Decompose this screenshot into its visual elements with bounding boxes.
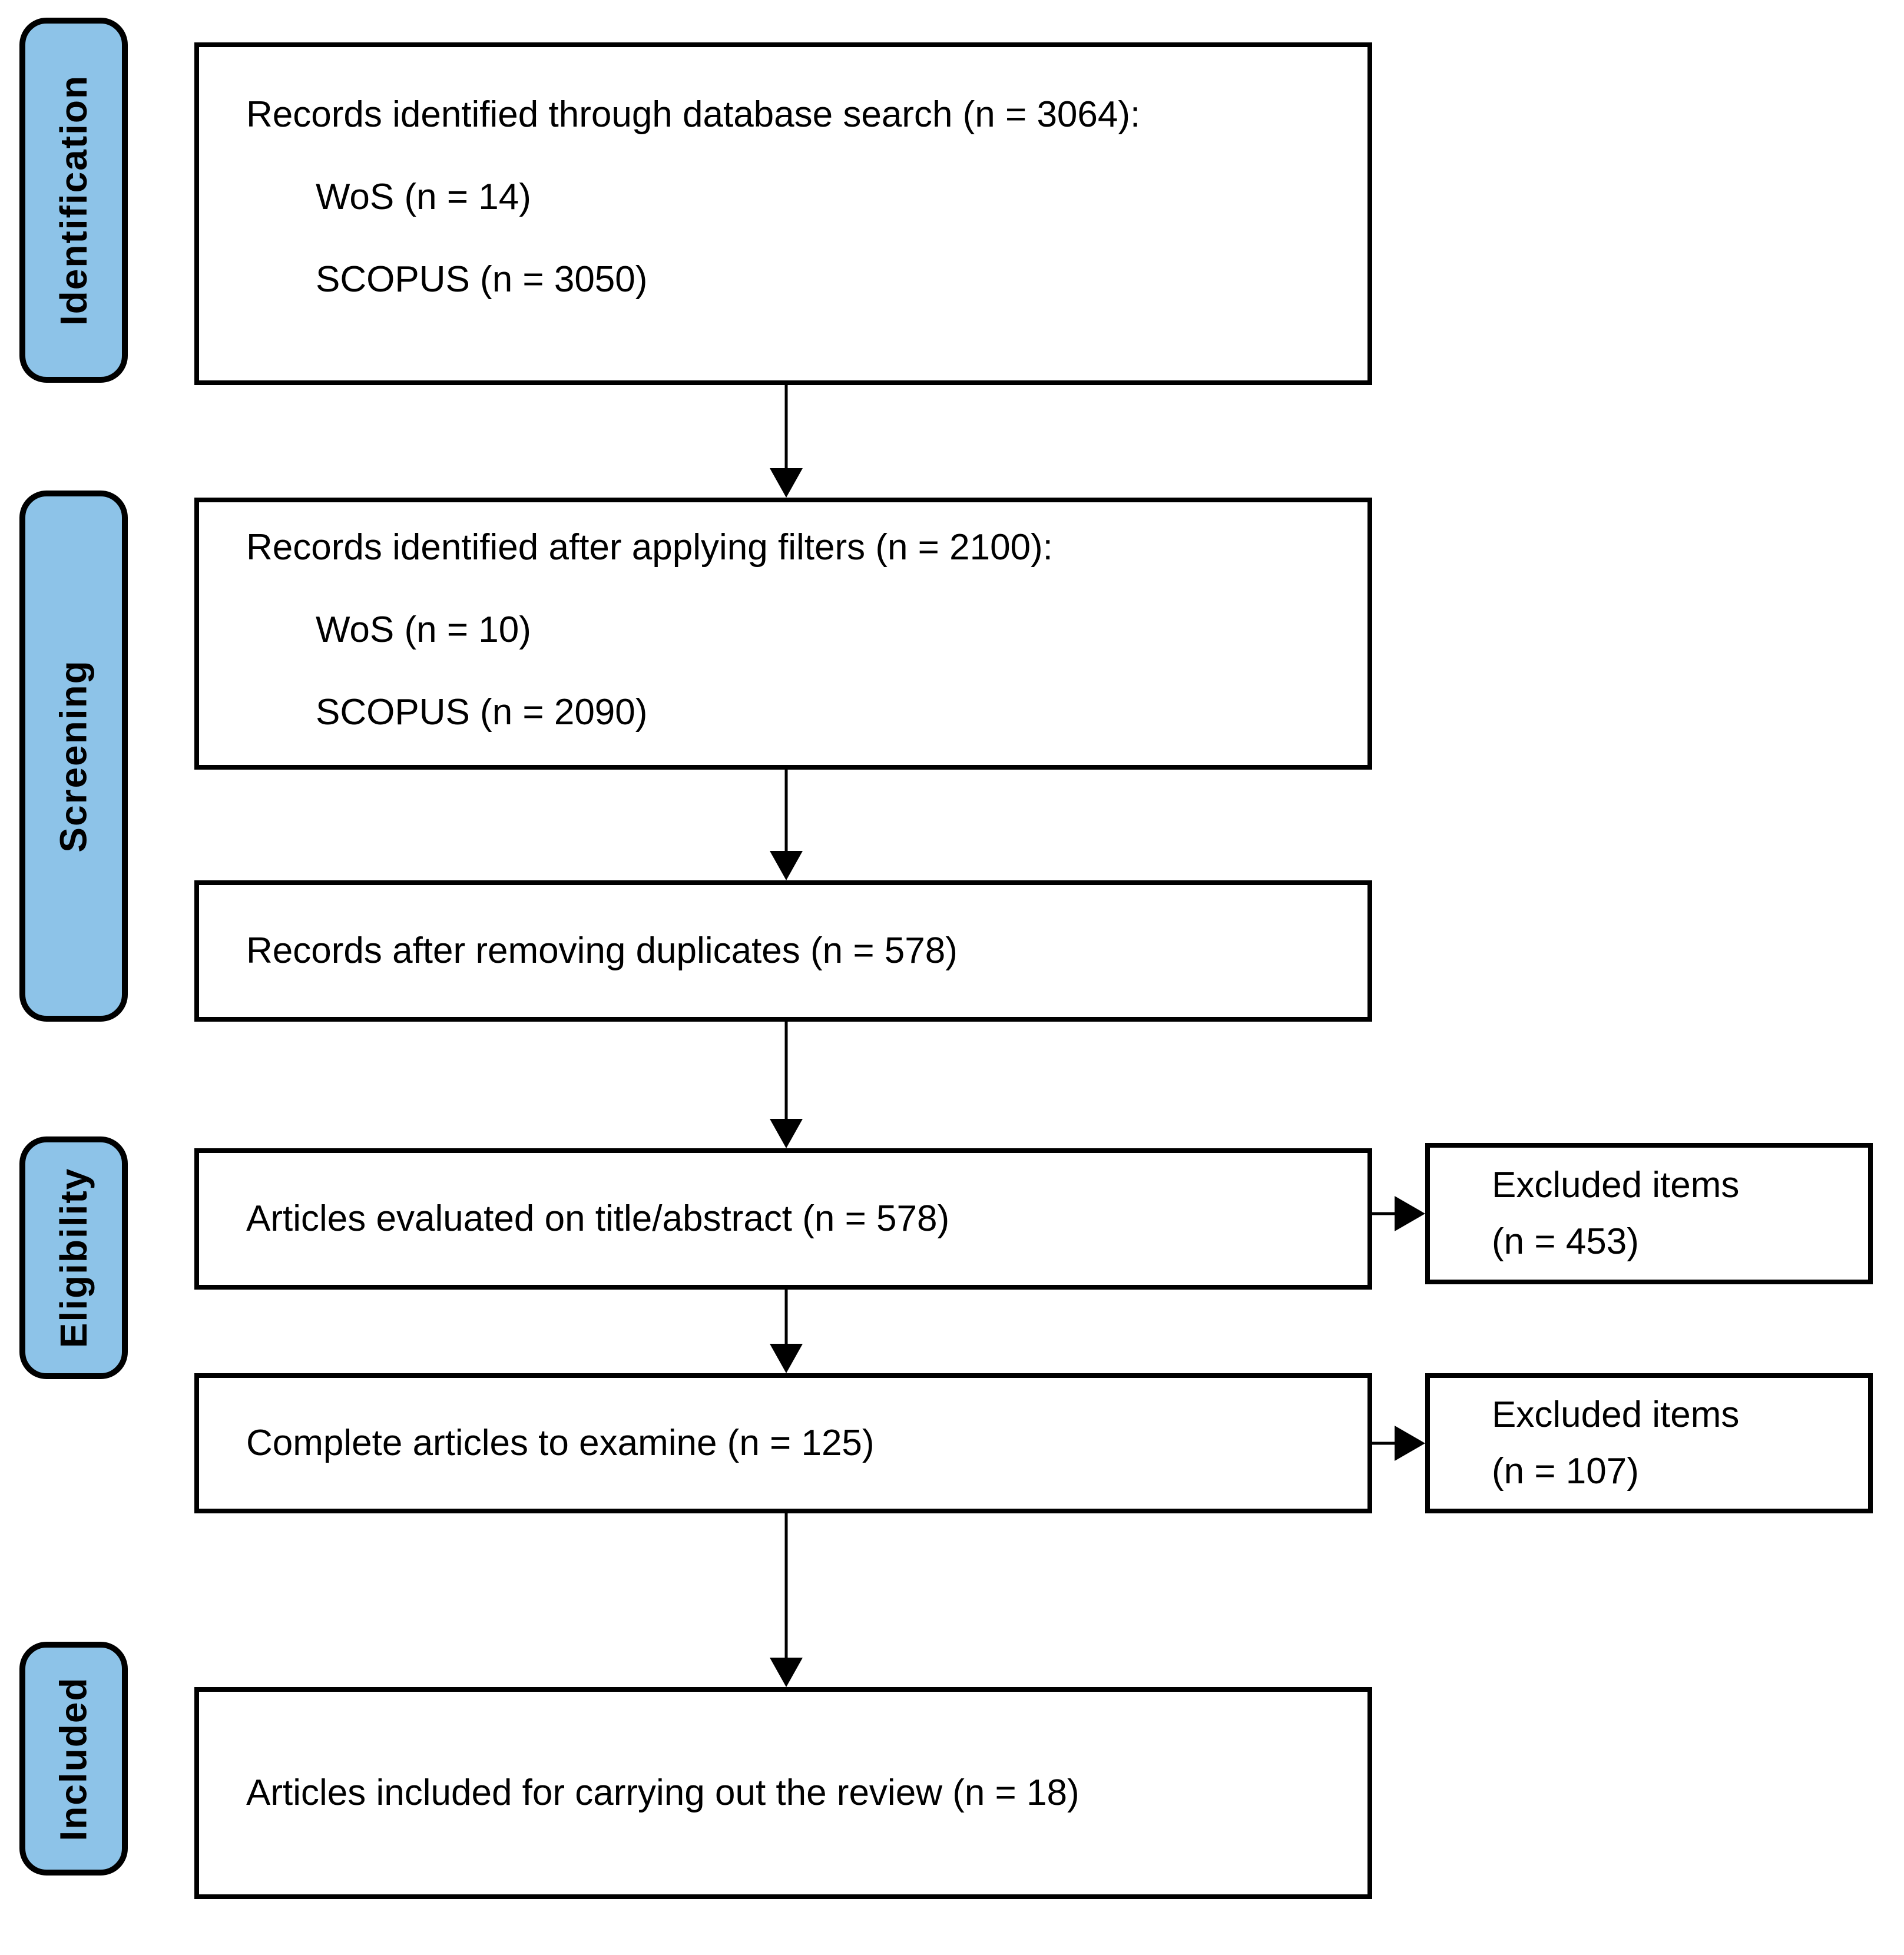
arrow-fulltext-to-excluded	[1369, 1426, 1425, 1461]
arrowhead-down-icon	[770, 851, 803, 880]
arrow-evaluation-to-excluded	[1369, 1196, 1425, 1231]
arrowhead-down-icon	[770, 1119, 803, 1148]
box-records-after-filters-scopus: SCOPUS (n = 2090)	[316, 692, 648, 733]
box-excluded-fulltext-count: (n = 107)	[1492, 1451, 1639, 1492]
box-excluded-title-abstract-count: (n = 453)	[1492, 1221, 1639, 1262]
arrow-shaft	[784, 1290, 788, 1345]
arrow-database-to-filters	[770, 385, 803, 498]
stage-label-included-text: Included	[52, 1676, 95, 1841]
stage-label-screening-text: Screening	[52, 660, 95, 853]
stage-label-identification: Identification	[19, 18, 128, 383]
box-excluded-fulltext: Excluded items (n = 107)	[1425, 1373, 1873, 1513]
arrow-shaft	[784, 1513, 788, 1659]
box-articles-included-review-title: Articles included for carrying out the r…	[246, 1772, 1080, 1813]
box-records-after-filters-title: Records identified after applying filter…	[246, 527, 1053, 568]
box-records-after-filters: Records identified after applying filter…	[194, 498, 1372, 770]
box-duplicates-removed: Records after removing duplicates (n = 5…	[194, 880, 1372, 1022]
stage-label-included: Included	[19, 1642, 128, 1876]
stage-label-eligibility-text: Eligibility	[52, 1167, 95, 1348]
box-records-identified-database-scopus: SCOPUS (n = 3050)	[316, 259, 648, 300]
stage-label-screening: Screening	[19, 491, 128, 1022]
arrow-evaluation-to-fulltext	[770, 1290, 803, 1373]
arrow-shaft	[1369, 1442, 1398, 1445]
box-records-identified-database-title: Records identified through database sear…	[246, 94, 1141, 135]
box-excluded-title-abstract: Excluded items (n = 453)	[1425, 1143, 1873, 1284]
box-records-after-filters-wos: WoS (n = 10)	[316, 609, 531, 650]
box-articles-included-review: Articles included for carrying out the r…	[194, 1687, 1372, 1899]
box-excluded-fulltext-label: Excluded items	[1492, 1394, 1740, 1435]
arrow-filters-to-duplicates	[770, 770, 803, 880]
arrowhead-down-icon	[770, 1344, 803, 1373]
box-complete-articles-examined-title: Complete articles to examine (n = 125)	[246, 1423, 875, 1463]
arrow-shaft	[784, 1022, 788, 1120]
stage-label-eligibility: Eligibility	[19, 1136, 128, 1379]
box-title-abstract-evaluated-title: Articles evaluated on title/abstract (n …	[246, 1198, 950, 1239]
arrowhead-down-icon	[770, 1658, 803, 1687]
arrowhead-right-icon	[1395, 1426, 1425, 1461]
stage-label-identification-text: Identification	[52, 74, 95, 326]
arrowhead-right-icon	[1395, 1196, 1425, 1231]
box-duplicates-removed-title: Records after removing duplicates (n = 5…	[246, 930, 958, 971]
box-complete-articles-examined: Complete articles to examine (n = 125)	[194, 1373, 1372, 1513]
arrow-shaft	[784, 770, 788, 852]
box-excluded-title-abstract-label: Excluded items	[1492, 1165, 1740, 1205]
arrow-fulltext-to-included	[770, 1513, 803, 1687]
arrow-shaft	[1369, 1212, 1398, 1215]
arrow-shaft	[784, 385, 788, 469]
box-title-abstract-evaluated: Articles evaluated on title/abstract (n …	[194, 1148, 1372, 1290]
box-records-identified-database: Records identified through database sear…	[194, 42, 1372, 385]
box-records-identified-database-wos: WoS (n = 14)	[316, 177, 531, 217]
arrow-duplicates-to-evaluation	[770, 1022, 803, 1148]
arrowhead-down-icon	[770, 468, 803, 498]
